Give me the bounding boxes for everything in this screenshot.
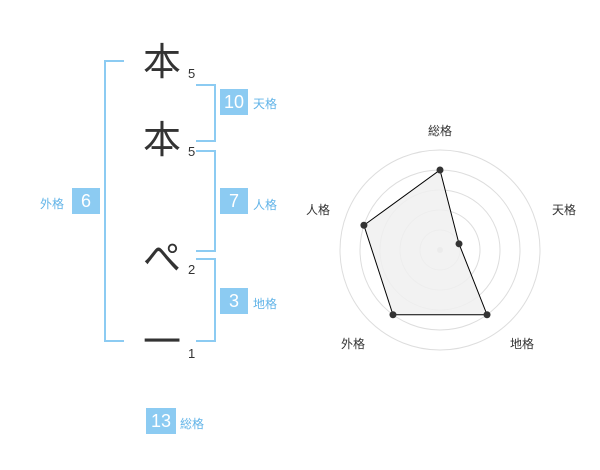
jinkaku-label: 人格: [253, 198, 278, 212]
radar-axis-label-chikaku: 地格: [510, 337, 535, 351]
radar-point-3: [483, 311, 491, 319]
gaikaku-bracket: [104, 60, 124, 342]
soukaku-value: 13: [146, 408, 176, 434]
radar-axis-label-jinkaku: 人格: [306, 203, 331, 217]
soukaku-label: 総格: [180, 417, 205, 431]
name-character-2: 本: [142, 118, 181, 162]
radar-data-shape: [363, 169, 488, 316]
stroke-count-3: 2: [188, 262, 196, 277]
radar-point-5: [360, 221, 368, 229]
chikaku-bracket: [196, 258, 216, 342]
stroke-count-1: 5: [188, 66, 196, 81]
gaikaku-value: 6: [72, 188, 100, 214]
name-character-1: 本: [142, 40, 181, 84]
stroke-count-2: 5: [188, 144, 196, 159]
name-character-3: ぺ: [142, 236, 181, 280]
name-character-4: 一: [142, 320, 181, 364]
radar-axis-label-tenkaku: 天格: [552, 203, 577, 217]
tenkaku-bracket: [196, 84, 216, 142]
radar-axis-label-soukaku: 総格: [428, 124, 453, 138]
radar-point-1: [436, 166, 444, 174]
stroke-count-4: 1: [188, 346, 196, 361]
jinkaku-bracket: [196, 150, 216, 252]
chikaku-label: 地格: [253, 297, 278, 311]
jinkaku-value: 7: [220, 188, 248, 214]
tenkaku-label: 天格: [253, 97, 278, 111]
gaikaku-label: 外格: [40, 197, 65, 211]
radar-point-4: [389, 311, 397, 319]
radar-ring: [339, 149, 541, 351]
chikaku-value: 3: [220, 288, 248, 314]
radar-point-2: [455, 240, 463, 248]
tenkaku-value: 10: [220, 89, 248, 115]
radar-axis-label-gaikaku: 外格: [341, 337, 366, 351]
